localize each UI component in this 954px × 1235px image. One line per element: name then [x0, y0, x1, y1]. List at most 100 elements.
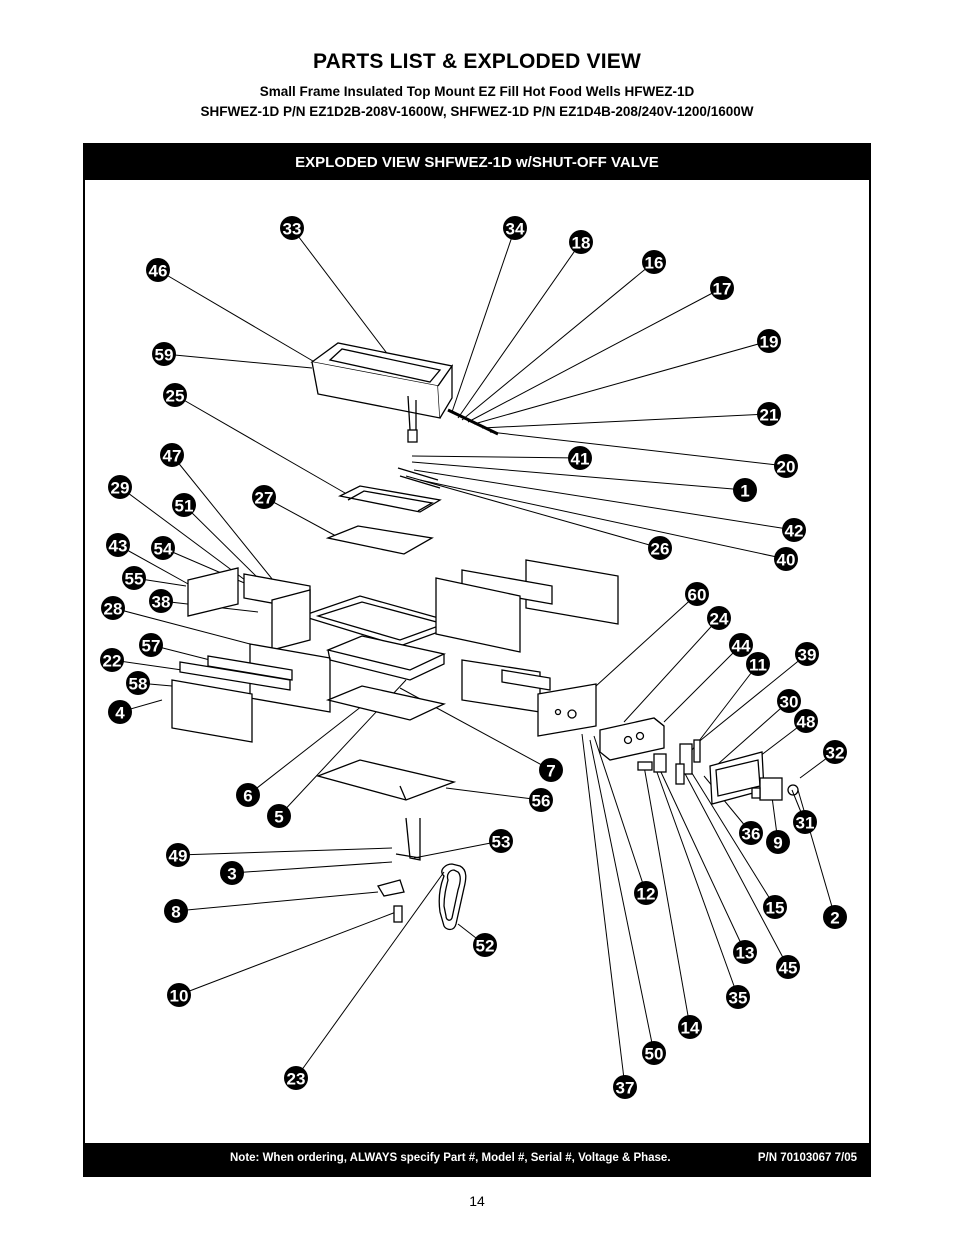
svg-text:10: 10	[170, 987, 189, 1006]
svg-text:39: 39	[798, 646, 817, 665]
svg-text:53: 53	[492, 833, 511, 852]
leader-line-33	[291, 227, 393, 361]
svg-text:35: 35	[729, 989, 748, 1008]
page-title: PARTS LIST & EXPLODED VIEW	[312, 50, 641, 73]
svg-text:3: 3	[227, 865, 236, 884]
svg-text:23: 23	[287, 1070, 306, 1089]
callout-26: 26	[648, 536, 672, 560]
svg-text:19: 19	[760, 333, 779, 352]
callout-48: 48	[794, 709, 818, 733]
svg-text:46: 46	[149, 262, 168, 281]
leader-line-10	[178, 911, 397, 996]
svg-text:11: 11	[749, 656, 767, 675]
svg-text:27: 27	[255, 489, 274, 508]
leader-line-42	[413, 469, 795, 531]
leader-line-59	[163, 353, 313, 369]
callout-19: 19	[757, 329, 781, 353]
leader-line-24	[623, 617, 720, 723]
callout-2: 2	[823, 905, 847, 929]
callout-57: 57	[139, 633, 163, 657]
svg-text:32: 32	[826, 744, 845, 763]
leader-line-45	[681, 767, 789, 968]
leader-line-23	[295, 871, 445, 1079]
leader-line-18	[457, 241, 582, 419]
leader-line-17	[467, 287, 723, 423]
svg-text:20: 20	[777, 458, 796, 477]
svg-text:26: 26	[651, 540, 670, 559]
leader-line-34	[451, 227, 516, 413]
leader-line-51	[183, 504, 263, 583]
callout-12: 12	[634, 881, 658, 905]
callout-9: 9	[766, 830, 790, 854]
callout-16: 16	[642, 250, 666, 274]
panel-heading: EXPLODED VIEW SHFWEZ-1D w/SHUT-OFF VALVE	[85, 145, 869, 180]
svg-text:50: 50	[645, 1045, 664, 1064]
leader-line-43	[117, 544, 191, 586]
callout-7: 7	[539, 758, 563, 782]
callout-8: 8	[164, 899, 188, 923]
leader-line-19	[473, 340, 770, 425]
subtitle-line-1: Small Frame Insulated Top Mount EZ Fill …	[259, 84, 695, 99]
callout-46: 46	[146, 258, 170, 282]
leader-line-13	[659, 769, 746, 953]
svg-text:47: 47	[163, 447, 182, 466]
callout-30: 30	[777, 689, 801, 713]
callout-47: 47	[160, 443, 184, 467]
svg-text:31: 31	[796, 814, 815, 833]
leader-line-41	[411, 455, 581, 459]
svg-text:6: 6	[243, 787, 252, 806]
callout-53: 53	[489, 829, 513, 853]
diagram-frame: EXPLODED VIEW SHFWEZ-1D w/SHUT-OFF VALVE…	[83, 143, 871, 1177]
part-drawings	[171, 342, 799, 931]
callout-6: 6	[236, 783, 260, 807]
leader-line-30	[717, 700, 790, 765]
callout-20: 20	[774, 454, 798, 478]
callout-38: 38	[149, 589, 173, 613]
leader-line-60	[595, 593, 698, 687]
callout-32: 32	[823, 740, 847, 764]
svg-text:24: 24	[710, 610, 729, 629]
callout-22: 22	[100, 648, 124, 672]
callout-52: 52	[473, 933, 497, 957]
callout-4: 4	[108, 700, 132, 724]
callout-34: 34	[503, 216, 527, 240]
callout-21: 21	[757, 402, 781, 426]
svg-text:37: 37	[616, 1079, 635, 1098]
svg-text:54: 54	[154, 540, 173, 559]
svg-text:38: 38	[152, 593, 171, 612]
callout-54: 54	[151, 536, 175, 560]
leader-line-21	[481, 413, 770, 429]
svg-text:51: 51	[175, 497, 194, 516]
callout-27: 27	[252, 485, 276, 509]
svg-text:34: 34	[506, 220, 525, 239]
svg-text:58: 58	[129, 675, 148, 694]
leader-line-54	[162, 547, 257, 589]
leader-line-11	[691, 663, 759, 751]
leader-line-8	[175, 891, 379, 912]
callout-11: 11	[746, 652, 770, 676]
svg-text:25: 25	[166, 387, 185, 406]
leader-line-12	[593, 735, 647, 894]
leader-line-35	[653, 763, 739, 998]
svg-text:5: 5	[274, 808, 283, 827]
callout-5: 5	[267, 804, 291, 828]
svg-text:14: 14	[681, 1019, 700, 1038]
callout-23: 23	[284, 1066, 308, 1090]
svg-text:44: 44	[732, 637, 751, 656]
svg-text:12: 12	[637, 885, 656, 904]
leader-line-14	[643, 765, 691, 1028]
ordering-note: Note: When ordering, ALWAYS specify Part…	[230, 1152, 671, 1164]
callout-41: 41	[568, 446, 592, 470]
panel-footer: Note: When ordering, ALWAYS specify Part…	[85, 1143, 869, 1175]
leader-line-20	[489, 431, 787, 467]
callout-50: 50	[642, 1041, 666, 1065]
svg-text:15: 15	[766, 899, 785, 918]
callout-17: 17	[710, 276, 734, 300]
svg-text:49: 49	[169, 847, 188, 866]
leader-line-25	[174, 394, 346, 494]
leader-line-56	[445, 787, 542, 801]
leader-line-26	[405, 475, 661, 549]
svg-text:60: 60	[688, 586, 707, 605]
callout-35: 35	[726, 985, 750, 1009]
